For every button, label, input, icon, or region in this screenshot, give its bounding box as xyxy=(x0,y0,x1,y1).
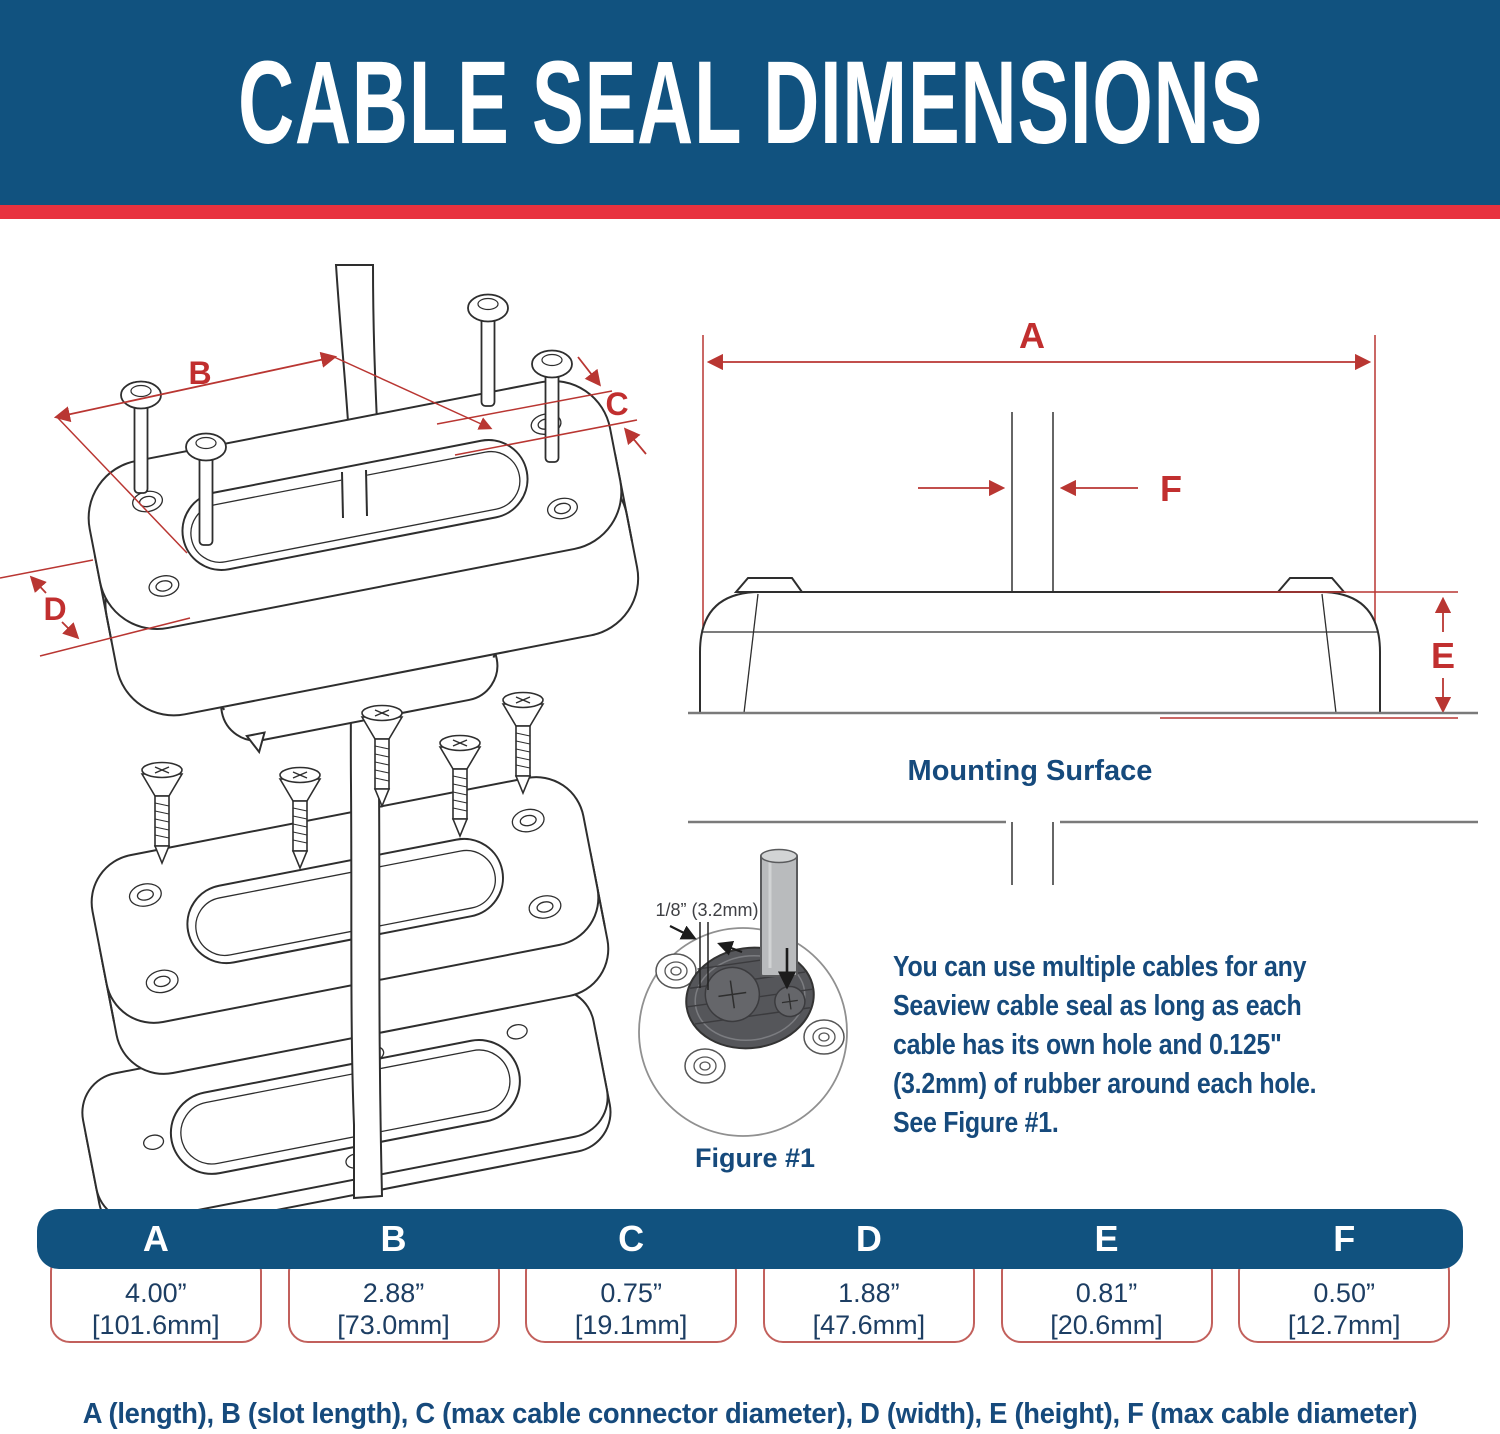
value-inches: 1.88” xyxy=(838,1278,900,1308)
column-letter-d: D xyxy=(855,1218,882,1259)
dim-label-b: B xyxy=(188,355,211,391)
figure1-annotation-group: 1/8” (3.2mm) xyxy=(655,900,797,990)
seal-lugs xyxy=(655,953,845,1084)
value-inches: 0.50” xyxy=(1313,1278,1375,1308)
column-letter-e: E xyxy=(1094,1218,1119,1259)
flat-screw xyxy=(438,734,482,839)
cable-tube xyxy=(760,848,798,977)
dim-e: E xyxy=(1160,591,1458,719)
side-view-diagram: A F E Mounting Surface xyxy=(688,315,1478,885)
note-line: You can use multiple cables for any xyxy=(893,951,1307,983)
note-line: See Figure #1. xyxy=(893,1107,1059,1139)
mounting-surface xyxy=(688,711,1478,885)
value-mm: [20.6mm] xyxy=(1050,1310,1163,1340)
button-screw xyxy=(467,293,509,407)
dimension-value-row: 4.00” [101.6mm] 2.88” [73.0mm] 0.75” [19… xyxy=(37,1255,1463,1343)
value-inches: 4.00” xyxy=(125,1278,187,1308)
value-inches: 0.75” xyxy=(600,1278,662,1308)
column-letter-f: F xyxy=(1333,1218,1356,1259)
value-mm: [73.0mm] xyxy=(337,1310,450,1340)
flat-screw xyxy=(501,691,545,796)
figure1-caption: Figure #1 xyxy=(695,1143,815,1173)
figure-1-diagram: 1/8” (3.2mm) Figure #1 xyxy=(638,848,848,1173)
seal-profile xyxy=(699,577,1381,714)
column-letter-c: C xyxy=(618,1218,645,1259)
page-title: CABLE SEAL DIMENSIONS xyxy=(237,36,1263,169)
value-mm: [19.1mm] xyxy=(574,1310,688,1340)
rubber-thickness-annotation: 1/8” (3.2mm) xyxy=(655,900,758,920)
screw-hole xyxy=(128,808,562,994)
button-screw xyxy=(531,349,573,463)
top-cover xyxy=(87,379,640,717)
dim-label-d: D xyxy=(43,591,66,627)
button-screw xyxy=(185,432,227,546)
gasket-nub xyxy=(245,731,266,755)
header-red-stripe xyxy=(0,205,1500,219)
multi-cable-note: You can use multiple cables for any Seav… xyxy=(893,948,1317,1143)
flat-screw xyxy=(360,704,404,809)
dim-label-a: A xyxy=(1019,315,1045,356)
column-letter-b: B xyxy=(380,1218,407,1259)
value-mm: [12.7mm] xyxy=(1287,1310,1401,1340)
column-letter-a: A xyxy=(142,1218,169,1259)
exploded-view-diagram: B C D xyxy=(0,264,647,1238)
note-line: cable has its own hole and 0.125" xyxy=(893,1029,1282,1061)
dimension-cell-e: 0.81” [20.6mm] xyxy=(1000,1255,1213,1343)
corner-lug xyxy=(1275,577,1347,593)
flat-screws xyxy=(140,691,545,871)
value-mm: [47.6mm] xyxy=(812,1310,926,1340)
dim-label-f: F xyxy=(1160,468,1182,509)
value-inches: 2.88” xyxy=(362,1278,425,1308)
note-line: (3.2mm) of rubber around each hole. xyxy=(893,1068,1317,1100)
flat-screw xyxy=(140,761,184,866)
dim-label-c: C xyxy=(605,386,628,422)
dimension-cell-a: 4.00” [101.6mm] xyxy=(49,1255,262,1343)
cable-in-slot xyxy=(341,469,368,520)
dimension-legend: A (length), B (slot length), C (max cabl… xyxy=(82,1398,1418,1430)
value-inches: 0.81” xyxy=(1075,1278,1138,1308)
dim-label-e: E xyxy=(1431,635,1455,676)
note-line: Seaview cable seal as long as each xyxy=(893,990,1302,1022)
bottom-gasket xyxy=(81,987,612,1238)
dimension-header-bar: A B C D E F xyxy=(37,1209,1463,1269)
flat-screw xyxy=(278,766,322,871)
dimension-cell-d: 1.88” [47.6mm] xyxy=(762,1255,975,1343)
dimension-cell-b: 2.88” [73.0mm] xyxy=(287,1255,500,1343)
header-banner: CABLE SEAL DIMENSIONS xyxy=(0,0,1500,205)
dimension-lines-left: B C D xyxy=(0,351,647,657)
mounting-surface-label: Mounting Surface xyxy=(908,755,1153,787)
value-mm: [101.6mm] xyxy=(92,1310,220,1340)
corner-lug xyxy=(733,577,804,593)
